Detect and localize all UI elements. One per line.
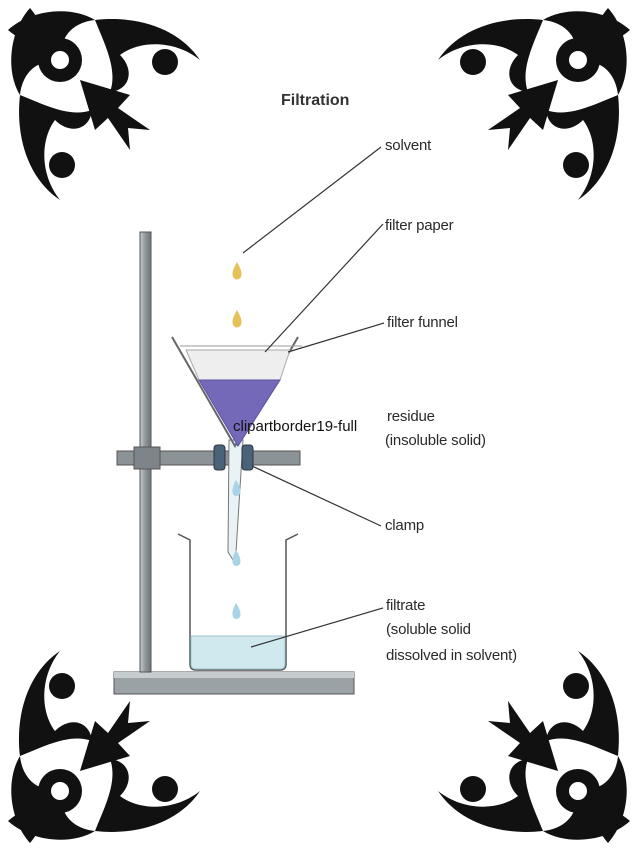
leader-filter-paper xyxy=(264,223,384,353)
filtrate-drop-3 xyxy=(232,603,241,619)
label-filtrate-detail-1: (soluble solid xyxy=(386,621,471,638)
ornament-top-left xyxy=(8,8,200,200)
label-solvent: solvent xyxy=(385,137,432,154)
filter-funnel xyxy=(171,336,302,448)
label-filter-paper: filter paper xyxy=(385,217,454,234)
leader-solvent xyxy=(242,146,382,254)
label-residue-detail: (insoluble solid) xyxy=(385,432,486,449)
diagram-title: Filtration xyxy=(281,92,350,109)
leader-filter-funnel xyxy=(287,322,385,353)
ornament-bottom-left xyxy=(8,651,200,843)
ornament-bottom-right xyxy=(438,651,630,843)
leader-clamp xyxy=(251,465,382,527)
label-clamp: clamp xyxy=(385,517,425,534)
overlay-filename-text: clipartborder19-full xyxy=(233,418,358,435)
filtrate-drop-1 xyxy=(232,480,241,496)
funnel-stem xyxy=(227,439,244,562)
clamp-bar xyxy=(116,446,301,470)
filtrate-drop-2 xyxy=(232,550,241,566)
label-filtrate-detail-2: dissolved in solvent) xyxy=(386,647,517,664)
residue xyxy=(198,379,281,447)
label-filter-funnel: filter funnel xyxy=(387,314,458,331)
solvent-drop-1 xyxy=(232,262,242,280)
clamp-jaws xyxy=(213,444,254,471)
label-residue: residue xyxy=(387,408,435,425)
solvent-drop-2 xyxy=(232,310,242,328)
filter-paper xyxy=(185,349,291,381)
label-filtrate: filtrate xyxy=(386,597,426,614)
stand-base xyxy=(113,671,355,695)
leader-filtrate xyxy=(250,607,384,648)
ornament-top-right xyxy=(438,8,630,200)
